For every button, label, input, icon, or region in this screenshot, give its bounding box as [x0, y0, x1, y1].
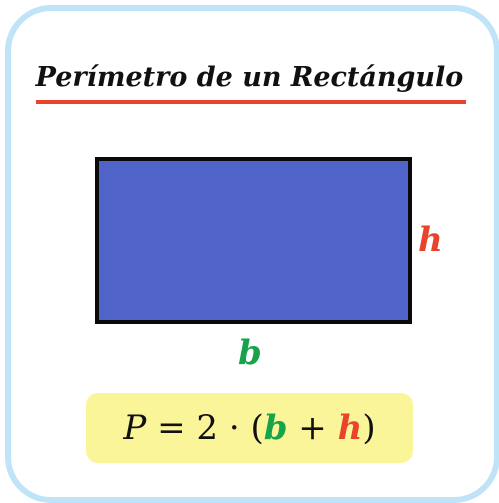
formula-box: P = 2 · (b + h) — [86, 393, 413, 463]
diagram-title: Perímetro de un Rectángulo — [35, 62, 464, 93]
rectangle-shape — [95, 157, 412, 324]
formula-close-paren: ) — [362, 408, 376, 448]
formula-plus: + — [287, 408, 338, 448]
formula-lhs: P — [123, 408, 147, 448]
title-underline — [36, 100, 466, 104]
base-label: b — [238, 333, 262, 373]
formula-h: h — [337, 408, 363, 448]
perimeter-formula: P = 2 · (b + h) — [86, 393, 413, 463]
formula-open-paren: ( — [250, 408, 264, 448]
formula-coefficient: 2 — [196, 408, 219, 448]
formula-b: b — [263, 408, 288, 448]
height-label: h — [418, 220, 443, 260]
formula-dot: · — [218, 408, 251, 448]
formula-equals: = — [146, 408, 197, 448]
